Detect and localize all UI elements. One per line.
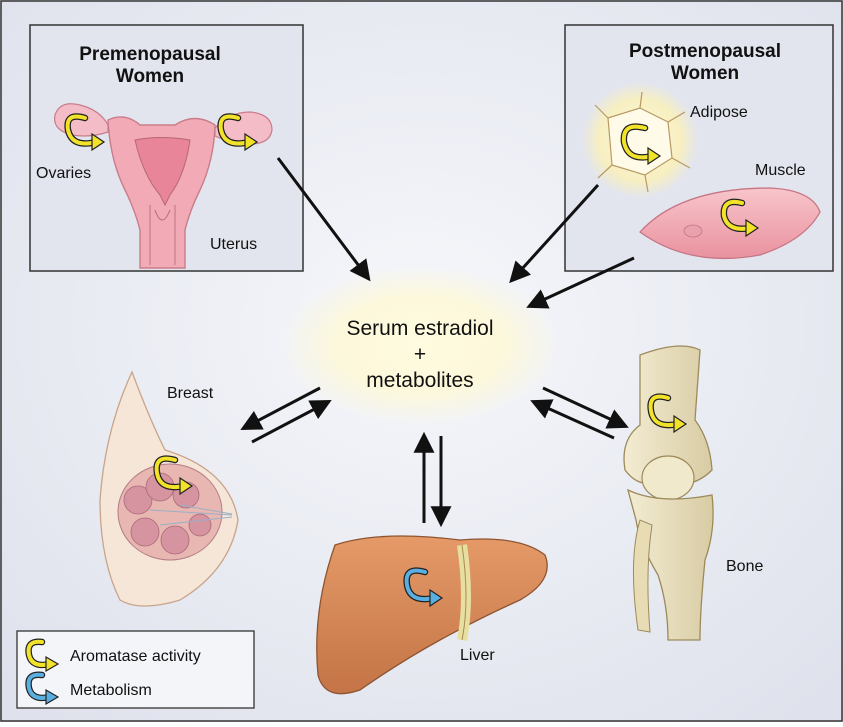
premenopausal-box: Premenopausal Women Ovaries Uterus (30, 25, 303, 271)
legend-metabolism-label: Metabolism (70, 682, 152, 699)
postmenopausal-title-line1: Postmenopausal (629, 41, 781, 62)
breast-label: Breast (167, 385, 214, 402)
bone-label: Bone (726, 558, 763, 575)
adipose-label: Adipose (690, 104, 748, 121)
adipose-illustration (582, 82, 698, 198)
serum-label-line3: metabolites (366, 369, 473, 392)
muscle-label: Muscle (755, 162, 806, 179)
ovaries-label: Ovaries (36, 165, 91, 182)
liver-label: Liver (460, 647, 495, 664)
uterus-label: Uterus (210, 236, 257, 253)
postmenopausal-title-line2: Women (671, 63, 739, 84)
serum-label-line1: Serum estradiol (346, 317, 493, 340)
postmenopausal-box: Postmenopausal Women Adipose Muscle (565, 25, 833, 271)
premenopausal-title-line2: Women (116, 66, 184, 87)
legend-aromatase-label: Aromatase activity (70, 648, 201, 665)
serum-label-line2: + (414, 343, 426, 366)
legend: Aromatase activity Metabolism (17, 631, 254, 708)
premenopausal-title-line1: Premenopausal (79, 44, 221, 65)
